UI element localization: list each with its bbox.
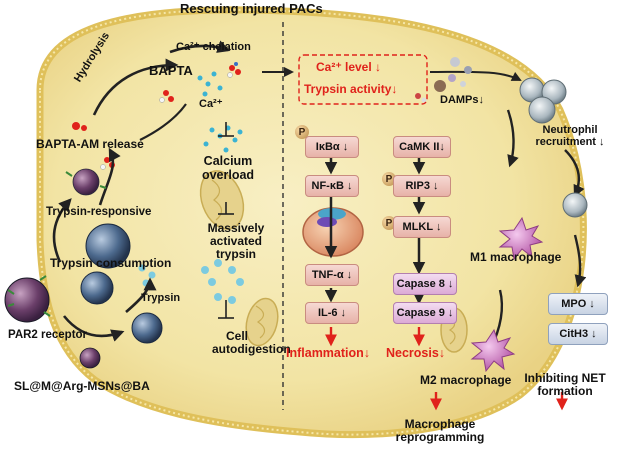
phosphorylation-badge: P [382,216,396,230]
trypsin-cluster-icon [138,259,244,304]
signaling-arrows [324,158,426,305]
camk2-box: CaMK II↓ [393,136,451,158]
par2-receptor-icon [7,171,107,317]
mitochondrion-icon [245,297,279,347]
ca-level-label: Ca²⁺ level ↓ [316,60,382,74]
damps-particles [434,57,472,92]
inflammation-label: Inflammation↓ [286,346,371,360]
m1-macrophage-label: M1 macrophage [470,250,562,264]
ca-chelation-label: Ca²⁺ chelation [176,41,251,53]
caspase8-box: Capase 8 ↓ [393,273,457,295]
trypsin-responsive-label: Trypsin-responsive [46,206,152,218]
red-down-arrows [325,327,568,411]
left-flow-arrows [52,40,231,342]
nanoparticle-icon [4,122,163,369]
trypsin-activity-label: Trypsin activity↓ [304,82,398,96]
damps-label: DAMPs↓ [440,94,485,106]
macrophage-icon [470,216,544,373]
inhibiting-net-formation-label: Inhibiting NET formation [524,371,606,399]
rip3-box: RIP3 ↓ [393,175,451,197]
neutrophil-recruitment-label: Neutrophil recruitment ↓ [535,124,605,149]
cell-autodigestion-label: Cell autodigestion [212,329,291,357]
cith3-box: CitH3 ↓ [548,323,608,345]
ca-trypsin-box [298,54,428,105]
bapta-am-release-label: BAPTA-AM release [36,137,144,151]
ikba-box: IκBα ↓ [305,136,359,158]
caspase9-box: Capase 9 ↓ [393,302,457,324]
mlkl-box: MLKL ↓ [393,216,451,238]
bapta-label: BAPTA [149,63,193,78]
massively-activated-trypsin-label: Massively activated trypsin [207,221,265,262]
necrosis-label: Necrosis↓ [386,346,446,360]
calcium-overload-label: Calcium overload [201,154,255,182]
il6-box: IL-6 ↓ [305,302,359,324]
cell-membrane [39,8,585,436]
neutrophil-icon [519,77,588,218]
nfkb-box: NF-κB ↓ [305,175,359,197]
ca2-label: Ca²⁺ [199,98,223,110]
inhibition-markers [218,122,234,319]
nanoparticle-name-label: SL@M@Arg-MSNs@BA [14,379,150,393]
macrophage-reprogramming-label: Macrophage reprogramming [395,417,485,445]
phosphorylation-badge: P [382,172,396,186]
right-flow-arrows [488,109,587,353]
trypsin-consumption-label: Trypsin consumption [50,256,172,270]
nucleus-icon [302,207,364,257]
mpo-box: MPO ↓ [548,293,608,315]
diagram-title: Rescuing injured PACs [180,1,323,16]
to-neutrophil-arrow [429,70,522,81]
tnfa-box: TNF-α ↓ [305,264,359,286]
trypsin-label: Trypsin [141,292,181,304]
par2-receptor-label: PAR2 receptor [8,329,88,341]
m2-macrophage-label: M2 macrophage [420,373,512,387]
phosphorylation-badge: P [295,125,309,139]
calcium-ion-dots [197,71,243,153]
